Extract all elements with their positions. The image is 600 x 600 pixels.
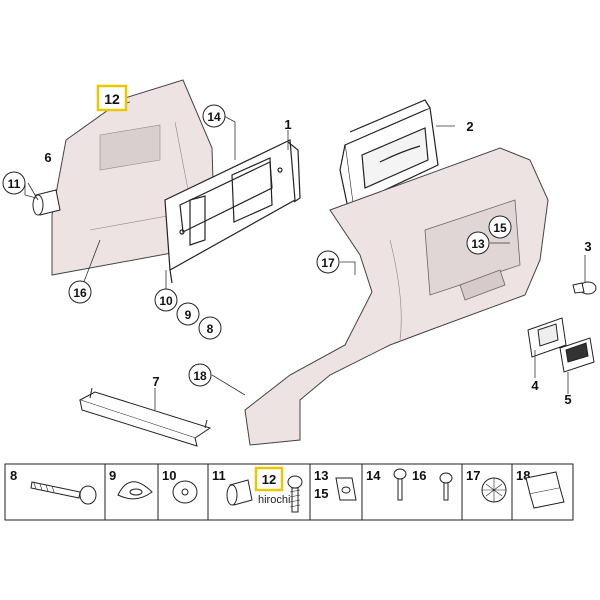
callout-6: 6 bbox=[44, 150, 51, 165]
callout-9: 9 bbox=[176, 302, 200, 326]
bolt-part-icon bbox=[30, 481, 97, 505]
callout-4: 4 bbox=[531, 378, 539, 393]
callouts: 12 14 1 2 6 11 15 13 3 bbox=[2, 84, 592, 407]
watermark: hirochi bbox=[258, 494, 290, 506]
svg-text:12: 12 bbox=[104, 91, 120, 107]
svg-text:4: 4 bbox=[531, 378, 539, 393]
bushing-part-icon bbox=[226, 479, 253, 506]
strip-label-11: 11 bbox=[212, 468, 226, 483]
grommet-part-icon bbox=[117, 481, 153, 500]
strip-label-12: 12 bbox=[262, 472, 276, 487]
strip-label-13: 13 bbox=[314, 468, 328, 483]
screw-14-part-icon bbox=[393, 468, 407, 501]
strip-label-15: 15 bbox=[314, 486, 328, 501]
part-3-drawing bbox=[572, 281, 597, 295]
callout-8: 8 bbox=[198, 316, 222, 340]
part-7-drawing bbox=[78, 387, 212, 447]
strip-label-10: 10 bbox=[162, 468, 176, 483]
callout-13: 13 bbox=[466, 231, 490, 255]
callout-12-top: 12 bbox=[96, 84, 128, 112]
svg-text:18: 18 bbox=[193, 369, 207, 383]
callout-18: 18 bbox=[188, 363, 212, 387]
expanding-rivet-part-icon bbox=[481, 477, 507, 503]
callout-11: 11 bbox=[2, 171, 26, 195]
parts-strip: 8 9 10 11 12 13 15 14 16 17 18 bbox=[4, 463, 574, 521]
strip-label-16: 16 bbox=[412, 468, 426, 483]
bracket-1-drawing bbox=[164, 139, 301, 284]
callout-1: 1 bbox=[284, 117, 291, 132]
part-6-drawing bbox=[32, 189, 61, 216]
svg-text:10: 10 bbox=[159, 294, 173, 308]
svg-text:3: 3 bbox=[584, 239, 591, 254]
svg-text:11: 11 bbox=[8, 177, 21, 191]
svg-text:13: 13 bbox=[471, 237, 485, 251]
part-5-drawing bbox=[559, 337, 595, 373]
strip-label-9: 9 bbox=[109, 468, 116, 483]
callout-17: 17 bbox=[316, 250, 340, 274]
svg-text:7: 7 bbox=[152, 374, 159, 389]
callout-14: 14 bbox=[202, 104, 226, 128]
svg-text:6: 6 bbox=[44, 150, 51, 165]
strip-label-8: 8 bbox=[10, 468, 17, 483]
svg-text:8: 8 bbox=[207, 322, 214, 336]
callout-10: 10 bbox=[154, 288, 178, 312]
washer-part-icon bbox=[172, 480, 198, 504]
svg-text:9: 9 bbox=[185, 308, 192, 322]
svg-text:1: 1 bbox=[284, 117, 291, 132]
callout-7: 7 bbox=[152, 374, 159, 389]
clip-nut-part-icon bbox=[335, 477, 357, 501]
svg-text:17: 17 bbox=[321, 256, 335, 270]
spring-clip-part-icon bbox=[525, 471, 565, 509]
callout-3: 3 bbox=[584, 239, 591, 254]
callout-5: 5 bbox=[564, 392, 571, 407]
strip-label-12-highlight: 12 bbox=[254, 466, 284, 492]
part-4-drawing bbox=[527, 317, 567, 358]
strip-label-17: 17 bbox=[466, 468, 480, 483]
screw-16-part-icon bbox=[439, 472, 453, 501]
screw-part-icon bbox=[287, 475, 303, 513]
svg-text:14: 14 bbox=[207, 110, 221, 124]
svg-text:5: 5 bbox=[564, 392, 571, 407]
callout-2: 2 bbox=[466, 119, 473, 134]
svg-text:16: 16 bbox=[73, 286, 87, 300]
strip-label-14: 14 bbox=[366, 468, 381, 483]
svg-text:15: 15 bbox=[493, 221, 507, 235]
svg-text:2: 2 bbox=[466, 119, 473, 134]
callout-15: 15 bbox=[488, 215, 512, 239]
callout-16: 16 bbox=[68, 280, 92, 304]
